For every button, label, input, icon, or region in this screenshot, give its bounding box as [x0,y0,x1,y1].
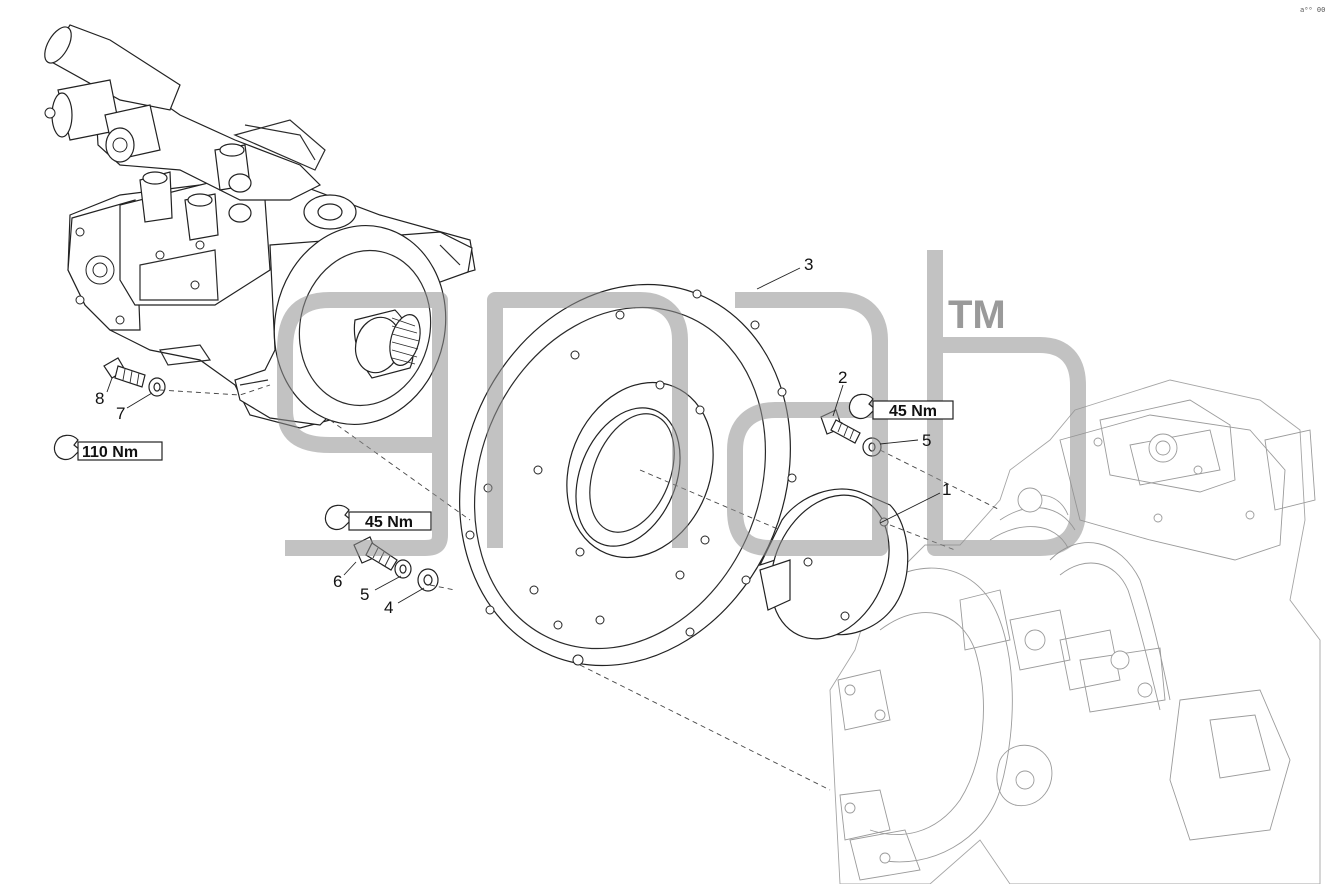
torque-value-110: 110 Nm [82,444,138,461]
torque-label-45-upper: 45 Nm [848,393,954,420]
torque-value-45-lower: 45 Nm [365,514,413,531]
washer-part-7 [148,377,166,397]
torque-label-110: 110 Nm [53,434,163,461]
engine-block [829,379,1321,884]
open-end-wrench-icon [848,393,876,420]
callout-part-2: 2 [838,368,847,387]
callout-part-1: 1 [942,480,951,499]
callout-part-6: 6 [333,572,342,591]
open-end-wrench-icon [324,504,352,531]
bolt-part-8 [103,357,146,388]
flange-bolt-holes [465,289,797,666]
callout-leaders [106,267,941,604]
watermark-logo: TM [277,250,1086,556]
reference-code: a⁰⁰ 008 [1300,6,1325,14]
open-end-wrench-icon [53,434,81,461]
callout-part-5-upper: 5 [922,431,931,450]
watermark-tm: TM [948,293,1006,337]
callout-part-8: 8 [95,389,104,408]
torque-value-45-upper: 45 Nm [889,403,937,420]
washer-part-4 [417,568,439,592]
callout-part-4: 4 [384,598,393,617]
washer-part-5-lower [394,559,412,579]
callout-part-7: 7 [116,404,125,423]
torque-label-45-lower: 45 Nm [324,504,432,531]
hydraulic-pump [44,24,476,429]
callout-part-5-lower: 5 [360,585,369,604]
callout-part-3: 3 [804,255,813,274]
